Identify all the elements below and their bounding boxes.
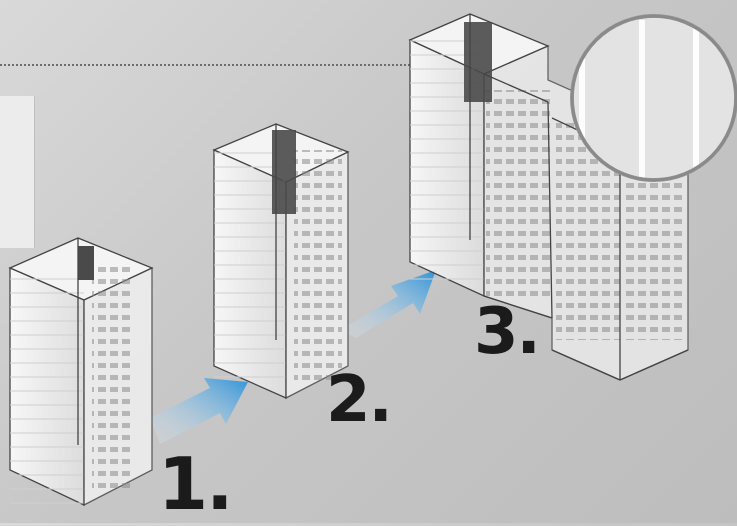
step-1-label: 1. (158, 448, 231, 520)
step-3-label: 3. (474, 300, 539, 364)
arrow-2-icon (340, 270, 436, 338)
server-rack-1-icon (10, 238, 152, 505)
step-2-label: 2. (326, 368, 391, 432)
server-rack-2-icon (214, 124, 348, 398)
